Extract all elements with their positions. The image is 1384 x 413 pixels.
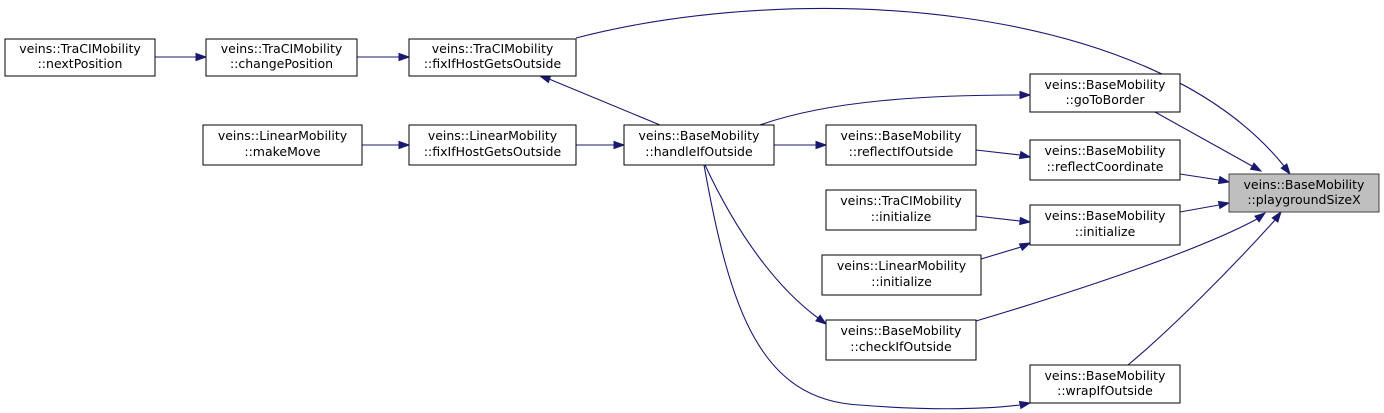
- node-title: veins::BaseMobility: [639, 128, 761, 143]
- node-title: veins::TraCIMobility: [432, 41, 554, 56]
- edge-handleIfOutside-to-wrapIfOutside: [703, 164, 1032, 410]
- node-subtitle: ::handleIfOutside: [645, 144, 753, 159]
- edge-traci_initialize-to-base_initialize: [975, 215, 1032, 226]
- arrowhead: [398, 52, 411, 62]
- arrowhead: [1018, 242, 1032, 252]
- arrowhead: [195, 52, 208, 62]
- edge-line: [1154, 111, 1253, 167]
- node-handle-if-outside[interactable]: veins::BaseMobility ::handleIfOutside: [623, 124, 775, 166]
- node-title: veins::BaseMobility: [1045, 368, 1167, 383]
- edge-reflectCoordinate-to-playgroundSizeX: [1179, 173, 1231, 185]
- arrowhead: [1249, 162, 1263, 172]
- edge-checkIfOutside-to-playgroundSizeX: [975, 212, 1267, 322]
- node-check-if-outside[interactable]: veins::BaseMobility ::checkIfOutside: [825, 319, 977, 361]
- edge-goToBorder-to-playgroundSizeX: [1154, 111, 1263, 172]
- node-reflect-coordinate[interactable]: veins::BaseMobility ::reflectCoordinate: [1029, 139, 1181, 181]
- node-subtitle: ::checkIfOutside: [850, 339, 952, 354]
- node-subtitle: ::initialize: [871, 274, 932, 289]
- edge-line: [975, 215, 1021, 222]
- node-subtitle: ::initialize: [871, 209, 932, 224]
- edge-line: [575, 8, 1285, 167]
- node-title: veins::BaseMobility: [841, 128, 963, 143]
- node-reflect-if-outside[interactable]: veins::BaseMobility ::reflectIfOutside: [825, 124, 977, 166]
- node-make-move[interactable]: veins::LinearMobility ::makeMove: [202, 124, 363, 166]
- node-subtitle: ::nextPosition: [38, 56, 123, 71]
- node-linear-initialize[interactable]: veins::LinearMobility ::initialize: [821, 254, 982, 296]
- node-linear-fix-if-host-gets-outside[interactable]: veins::LinearMobility ::fixIfHostGetsOut…: [408, 124, 577, 166]
- node-playground-size-x[interactable]: veins::BaseMobility ::playgroundSizeX: [1228, 173, 1380, 213]
- edge-line: [980, 246, 1022, 260]
- node-next-position[interactable]: veins::TraCIMobility ::nextPosition: [4, 38, 156, 77]
- edge-line: [704, 164, 819, 319]
- edge-base_initialize-to-playgroundSizeX: [1179, 200, 1231, 213]
- arrowhead: [1018, 150, 1032, 160]
- edge-makeMove-to-linear_fixIfHostGetsOutside: [362, 140, 411, 150]
- arrowhead: [398, 140, 411, 150]
- edge-line: [1127, 219, 1276, 366]
- arrowhead: [815, 140, 828, 150]
- arrowhead: [1254, 212, 1267, 223]
- edge-line: [975, 149, 1021, 156]
- edge-line: [548, 78, 661, 126]
- node-subtitle: ::wrapIfOutside: [1057, 383, 1153, 398]
- node-subtitle: ::reflectCoordinate: [1047, 159, 1164, 174]
- arrowhead: [1019, 216, 1032, 226]
- node-title: veins::BaseMobility: [1045, 208, 1167, 223]
- arrowhead: [1217, 175, 1231, 185]
- edge-line: [759, 94, 1021, 126]
- arrowhead: [1018, 400, 1032, 410]
- node-title: veins::TraCIMobility: [840, 193, 962, 208]
- node-subtitle: ::goToBorder: [1065, 92, 1145, 107]
- arrowhead: [1280, 163, 1291, 176]
- node-subtitle: ::playgroundSizeX: [1247, 192, 1361, 207]
- arrowhead: [1217, 200, 1231, 210]
- edge-line: [1179, 204, 1220, 213]
- nodes-layer: veins::TraCIMobility ::nextPosition vein…: [4, 38, 1380, 404]
- arrowhead: [1271, 210, 1282, 223]
- node-title: veins::LinearMobility: [428, 128, 558, 143]
- edge-line: [703, 164, 1021, 410]
- node-subtitle: ::changePosition: [230, 56, 333, 71]
- node-subtitle: ::fixIfHostGetsOutside: [424, 56, 562, 71]
- node-title: veins::TraCIMobility: [19, 41, 141, 56]
- node-title: veins::TraCIMobility: [221, 41, 343, 56]
- node-title: veins::BaseMobility: [1045, 77, 1167, 92]
- edge-wrapIfOutside-to-playgroundSizeX: [1127, 210, 1282, 366]
- edge-changePosition-to-traci_fixIfHostGetsOutside: [357, 52, 411, 62]
- node-title: veins::LinearMobility: [837, 258, 967, 273]
- arrowhead: [815, 314, 828, 325]
- arrowhead: [613, 140, 626, 150]
- node-title: veins::BaseMobility: [1045, 143, 1167, 158]
- edge-handleIfOutside-to-goToBorder: [759, 90, 1032, 126]
- edge-linear_fixIfHostGetsOutside-to-handleIfOutside: [576, 140, 626, 150]
- edge-traci_fixIfHostGetsOutside-to-playgroundSizeX: [575, 8, 1291, 176]
- edge-reflectIfOutside-to-reflectCoordinate: [975, 149, 1032, 160]
- edge-line: [975, 218, 1258, 322]
- edge-nextPosition-to-changePosition: [155, 52, 208, 62]
- edge-linear_initialize-to-base_initialize: [980, 242, 1032, 260]
- edges-layer: [155, 8, 1291, 410]
- edge-traci_fixIfHostGetsOutside-to-handleIfOutside: [538, 75, 661, 126]
- node-title: veins::BaseMobility: [1244, 177, 1366, 192]
- node-subtitle: ::makeMove: [244, 144, 321, 159]
- arrowhead: [1019, 90, 1032, 100]
- edge-handleIfOutside-to-checkIfOutside: [704, 164, 828, 325]
- node-go-to-border[interactable]: veins::BaseMobility ::goToBorder: [1029, 73, 1181, 113]
- node-subtitle: ::reflectIfOutside: [849, 144, 954, 159]
- node-traci-fix-if-host-gets-outside[interactable]: veins::TraCIMobility ::fixIfHostGetsOuts…: [408, 38, 577, 77]
- node-traci-initialize[interactable]: veins::TraCIMobility ::initialize: [825, 189, 977, 231]
- node-wrap-if-outside[interactable]: veins::BaseMobility ::wrapIfOutside: [1029, 364, 1181, 404]
- arrowhead: [538, 75, 552, 84]
- edge-line: [1179, 173, 1220, 181]
- node-base-initialize[interactable]: veins::BaseMobility ::initialize: [1029, 204, 1181, 246]
- edge-handleIfOutside-to-reflectIfOutside: [774, 140, 828, 150]
- node-title: veins::BaseMobility: [841, 323, 963, 338]
- node-title: veins::LinearMobility: [218, 128, 348, 143]
- node-change-position[interactable]: veins::TraCIMobility ::changePosition: [205, 38, 358, 77]
- node-subtitle: ::initialize: [1075, 224, 1136, 239]
- node-subtitle: ::fixIfHostGetsOutside: [424, 144, 562, 159]
